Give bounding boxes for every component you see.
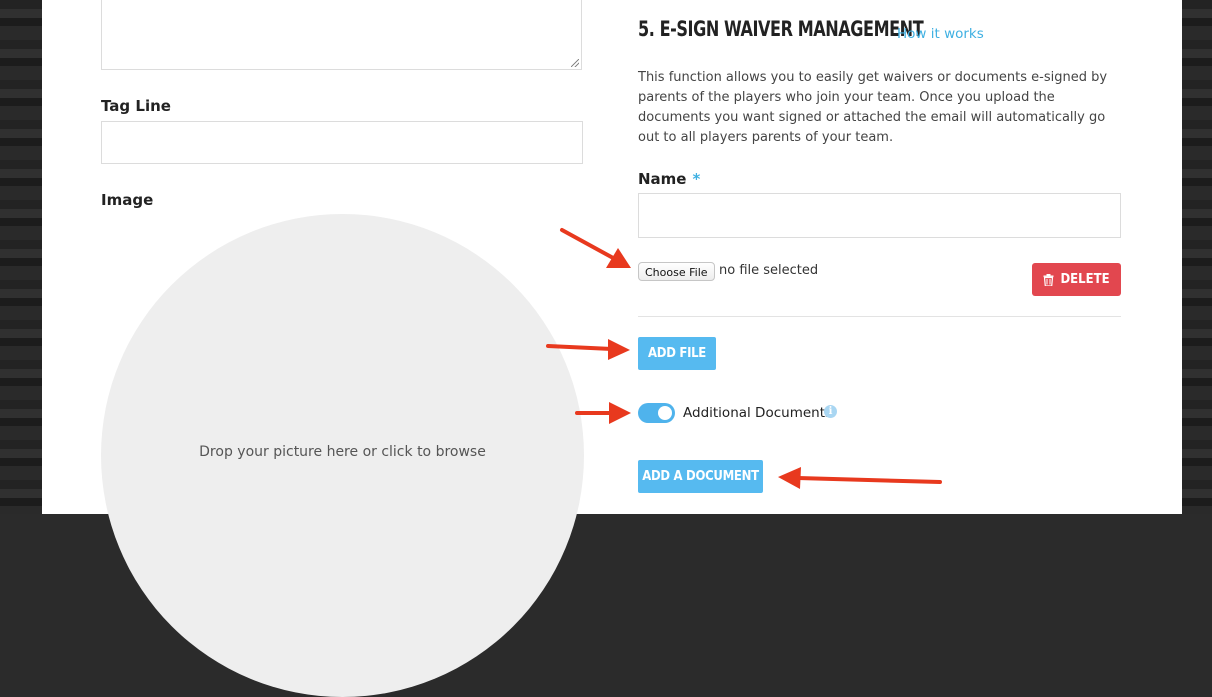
section-description: This function allows you to easily get w… [638, 70, 1108, 145]
additional-documents-label: Additional Documents [683, 405, 833, 421]
add-file-button[interactable]: ADD FILE [638, 337, 716, 370]
delete-button[interactable]: DELETE [1032, 263, 1121, 296]
name-label-text: Name [638, 170, 687, 188]
delete-label: DELETE [1060, 272, 1110, 287]
tag-line-input[interactable] [101, 121, 583, 164]
image-label: Image [101, 191, 154, 209]
trash-icon [1043, 273, 1054, 286]
required-asterisk: * [692, 170, 701, 188]
toggle-knob [658, 406, 672, 420]
divider [638, 316, 1121, 317]
additional-documents-toggle[interactable] [638, 403, 675, 423]
dropzone-text: Drop your picture here or click to brows… [199, 444, 486, 460]
section-title: 5. E-SIGN WAIVER MANAGEMENT [638, 17, 924, 41]
no-file-text: no file selected [719, 263, 819, 278]
info-icon[interactable]: i [824, 405, 837, 418]
wood-background-right [1182, 0, 1212, 514]
name-label: Name * [638, 170, 700, 188]
wood-background-left [0, 0, 42, 514]
tag-line-label: Tag Line [101, 97, 171, 115]
description-textarea[interactable] [101, 0, 582, 70]
how-it-works-link[interactable]: How it works [897, 26, 984, 42]
resize-handle-icon[interactable] [571, 59, 579, 67]
add-document-button[interactable]: ADD A DOCUMENT [638, 460, 763, 493]
name-input[interactable] [638, 193, 1121, 238]
choose-file-button[interactable]: Choose File [638, 262, 715, 281]
